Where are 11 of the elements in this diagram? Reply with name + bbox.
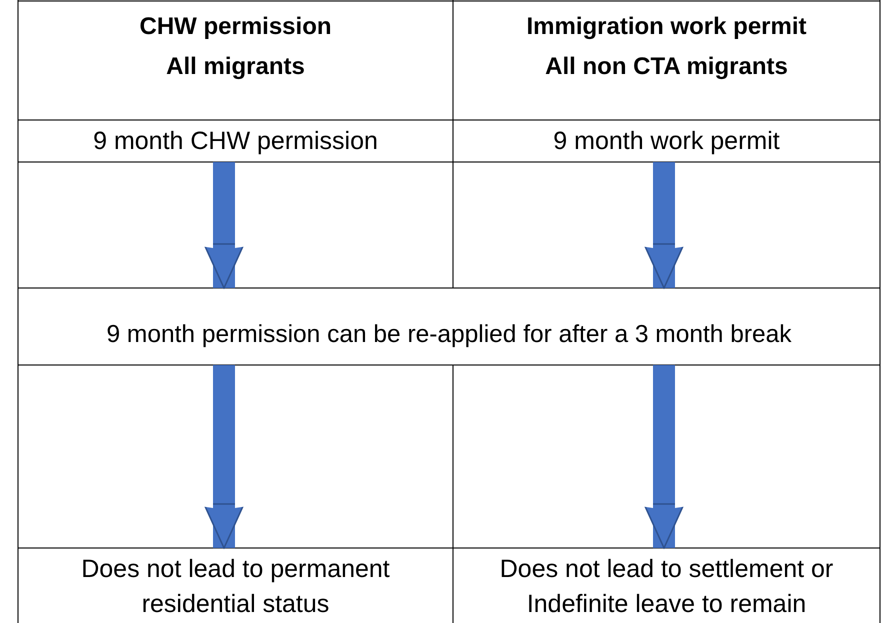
- down-arrow: [643, 162, 685, 289]
- cell-text: Does not lead to settlement or Indefinite leave to remain: [498, 554, 834, 620]
- down-arrow: [643, 365, 685, 549]
- cell-text: 9 month permission can be re-applied for after a 3 month break: [106, 320, 792, 350]
- cell-text: 9 month work permit: [553, 126, 780, 156]
- down-arrow: [203, 162, 245, 289]
- column-heading: Immigration work permit All non CTA migrants: [525, 12, 808, 82]
- down-arrow: [203, 365, 245, 549]
- column-heading: CHW permission All migrants: [138, 12, 333, 82]
- cell-text: 9 month CHW permission: [93, 126, 378, 156]
- cell-text: Does not lead to permanent residential status: [80, 554, 391, 620]
